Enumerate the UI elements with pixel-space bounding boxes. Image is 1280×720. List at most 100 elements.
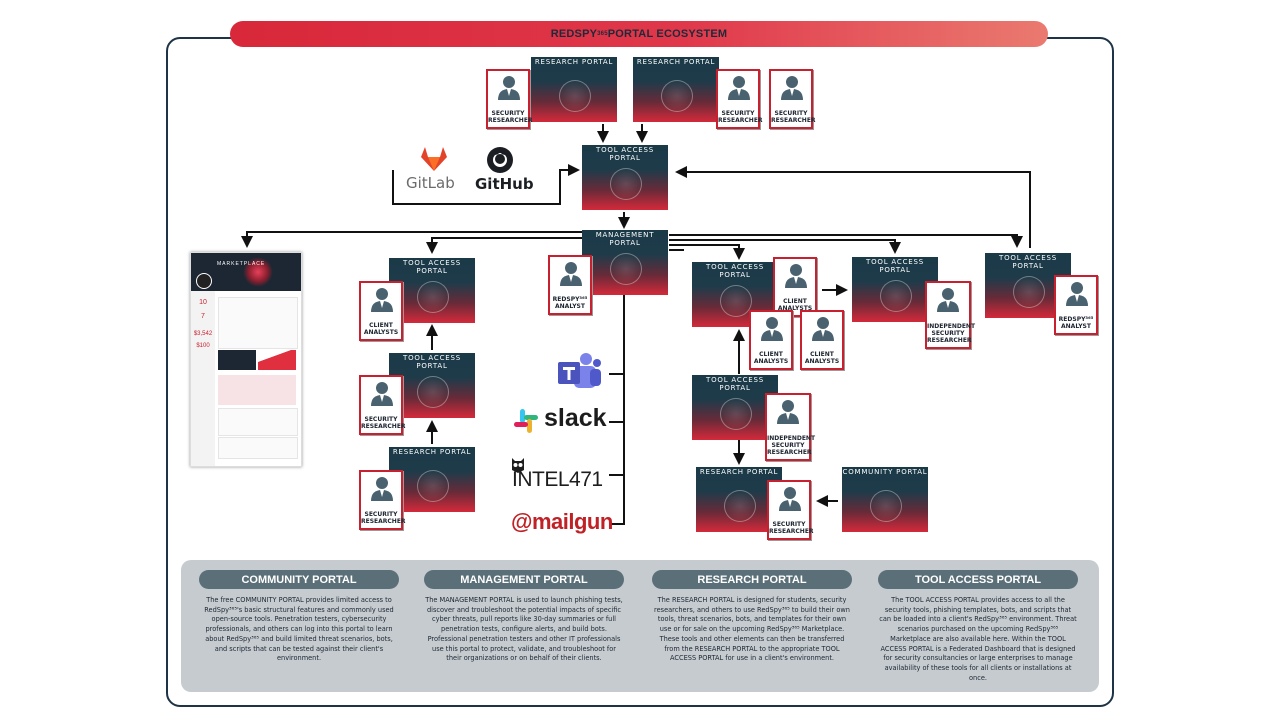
portal-title: TOOL ACCESS PORTAL [596,146,654,162]
screen-sidebar: 10 7 $3,542 $100 [191,291,215,466]
description-heading: RESEARCH PORTAL [652,570,852,589]
screen-avatar [196,273,212,289]
research-portal-left[interactable]: RESEARCH PORTAL [389,447,475,512]
person-label: SECURITY RESEARCHER [488,110,533,124]
screen-stat: 7 [201,313,205,320]
person-icon [781,76,803,100]
research-description: RESEARCH PORTAL The RESEARCH PORTAL is d… [652,570,852,664]
title-post: PORTAL ECOSYSTEM [607,28,728,40]
github-logo: GitHub [474,146,534,196]
person-icon [560,262,582,286]
tool-access-portal-right-b[interactable]: TOOL ACCESS PORTAL [852,257,938,322]
management-description: MANAGEMENT PORTAL The MANAGEMENT PORTAL … [424,570,624,664]
independent-researcher-card: INDEPENDENT SECURITY RESEARCHER [765,393,816,461]
portal-title: TOOL ACCESS PORTAL [403,354,461,370]
portal-title: RESEARCH PORTAL [534,58,614,66]
screen-list-panel [218,408,298,436]
screen-video-thumb [218,350,256,370]
security-researcher-card: SECURITY RESEARCHER [716,69,763,129]
redspy-analyst-card: REDSPY³⁶⁵ ANALYST [548,255,592,315]
description-text: The TOOL ACCESS PORTAL provides access t… [879,596,1077,682]
person-label: SECURITY RESEARCHER [718,110,763,124]
screen-brand: MARKETPLACE [217,261,266,267]
globe-icon [1013,276,1045,308]
description-text: The MANAGEMENT PORTAL is used to launch … [425,596,623,663]
tool-access-portal-right-d[interactable]: TOOL ACCESS PORTAL [692,375,778,440]
screen-stat: $100 [196,343,210,349]
description-text: The free COMMUNITY PORTAL provides limit… [204,596,394,663]
portal-title: TOOL ACCESS PORTAL [706,263,764,279]
screen-chart-thumb [258,350,296,370]
person-label: INDEPENDENT SECURITY RESEARCHER [767,435,816,456]
security-researcher-card: SECURITY RESEARCHER [769,69,816,129]
globe-icon [870,490,902,522]
slack-wordmark: slack [544,404,607,432]
portal-title: TOOL ACCESS PORTAL [866,258,924,274]
person-icon [728,76,750,100]
portal-title: RESEARCH PORTAL [392,448,472,456]
gitlab-logo: GitLab [404,146,466,196]
person-label: REDSPY³⁶⁵ ANALYST [552,296,588,310]
description-heading: MANAGEMENT PORTAL [424,570,624,589]
owl-icon [512,458,524,473]
globe-icon [880,280,912,312]
portal-title: RESEARCH PORTAL [699,468,779,476]
person-icon [371,382,393,406]
globe-icon [661,80,693,112]
globe-icon [610,253,642,285]
research-portal-top-2[interactable]: RESEARCH PORTAL [633,57,719,122]
tool-access-portal-left-top[interactable]: TOOL ACCESS PORTAL [389,258,475,323]
screen-footer-panel [218,437,298,459]
security-researcher-card: SECURITY RESEARCHER [767,480,814,540]
person-icon [777,400,799,424]
security-researcher-card: SECURITY RESEARCHER [486,69,533,129]
screen-header: MARKETPLACE [191,253,301,291]
person-icon [371,477,393,501]
client-analysts-card: CLIENT ANALYSTS [773,257,817,317]
description-heading: COMMUNITY PORTAL [199,570,399,589]
marketplace-screenshot: MARKETPLACE 10 7 $3,542 $100 [190,252,302,467]
redspy-analyst-card: REDSPY³⁶⁵ ANALYST [1054,275,1098,335]
tool-access-description: TOOL ACCESS PORTAL The TOOL ACCESS PORTA… [878,570,1078,683]
portal-title: TOOL ACCESS PORTAL [403,259,461,275]
intel471-logo: INTEL471 [508,456,612,492]
globe-icon [610,168,642,200]
person-label: CLIENT ANALYSTS [363,322,399,336]
research-portal-top-1[interactable]: RESEARCH PORTAL [531,57,617,122]
description-text: The RESEARCH PORTAL is designed for stud… [654,596,850,663]
github-wordmark: GitHub [475,175,534,193]
descriptions-panel: COMMUNITY PORTAL The free COMMUNITY PORT… [181,560,1099,692]
person-label: SECURITY RESEARCHER [771,110,816,124]
tool-access-portal-left-mid[interactable]: TOOL ACCESS PORTAL [389,353,475,418]
title-sup: 365 [597,31,608,37]
screen-stat: 10 [199,299,207,306]
globe-icon [720,285,752,317]
intel471-wordmark: INTEL471 [512,468,603,491]
person-icon [761,317,783,341]
person-icon [498,76,520,100]
person-label: INDEPENDENT SECURITY RESEARCHER [927,323,976,344]
portal-title: COMMUNITY PORTAL [842,468,928,476]
community-portal[interactable]: COMMUNITY PORTAL [842,467,928,532]
person-label: REDSPY³⁶⁵ ANALYST [1058,316,1094,330]
security-researcher-card: SECURITY RESEARCHER [359,375,406,435]
person-icon [812,317,834,341]
teams-icon [558,353,601,388]
tool-access-portal-center[interactable]: TOOL ACCESS PORTAL [582,145,668,210]
portal-title: TOOL ACCESS PORTAL [999,254,1057,270]
management-portal[interactable]: MANAGEMENT PORTAL [582,230,668,295]
person-icon [785,264,807,288]
person-label: CLIENT ANALYSTS [777,298,813,312]
independent-researcher-card: INDEPENDENT SECURITY RESEARCHER [925,281,976,349]
slack-logo: slack [511,404,611,438]
screen-stat: $3,542 [193,331,213,337]
client-analysts-card: CLIENT ANALYSTS [749,310,793,370]
person-label: CLIENT ANALYSTS [753,351,789,365]
slack-hash-icon [514,409,538,433]
mailgun-logo: @mailgun [511,509,613,539]
screen-eye-graphic [243,257,273,287]
person-icon [1066,282,1088,306]
globe-icon [559,80,591,112]
